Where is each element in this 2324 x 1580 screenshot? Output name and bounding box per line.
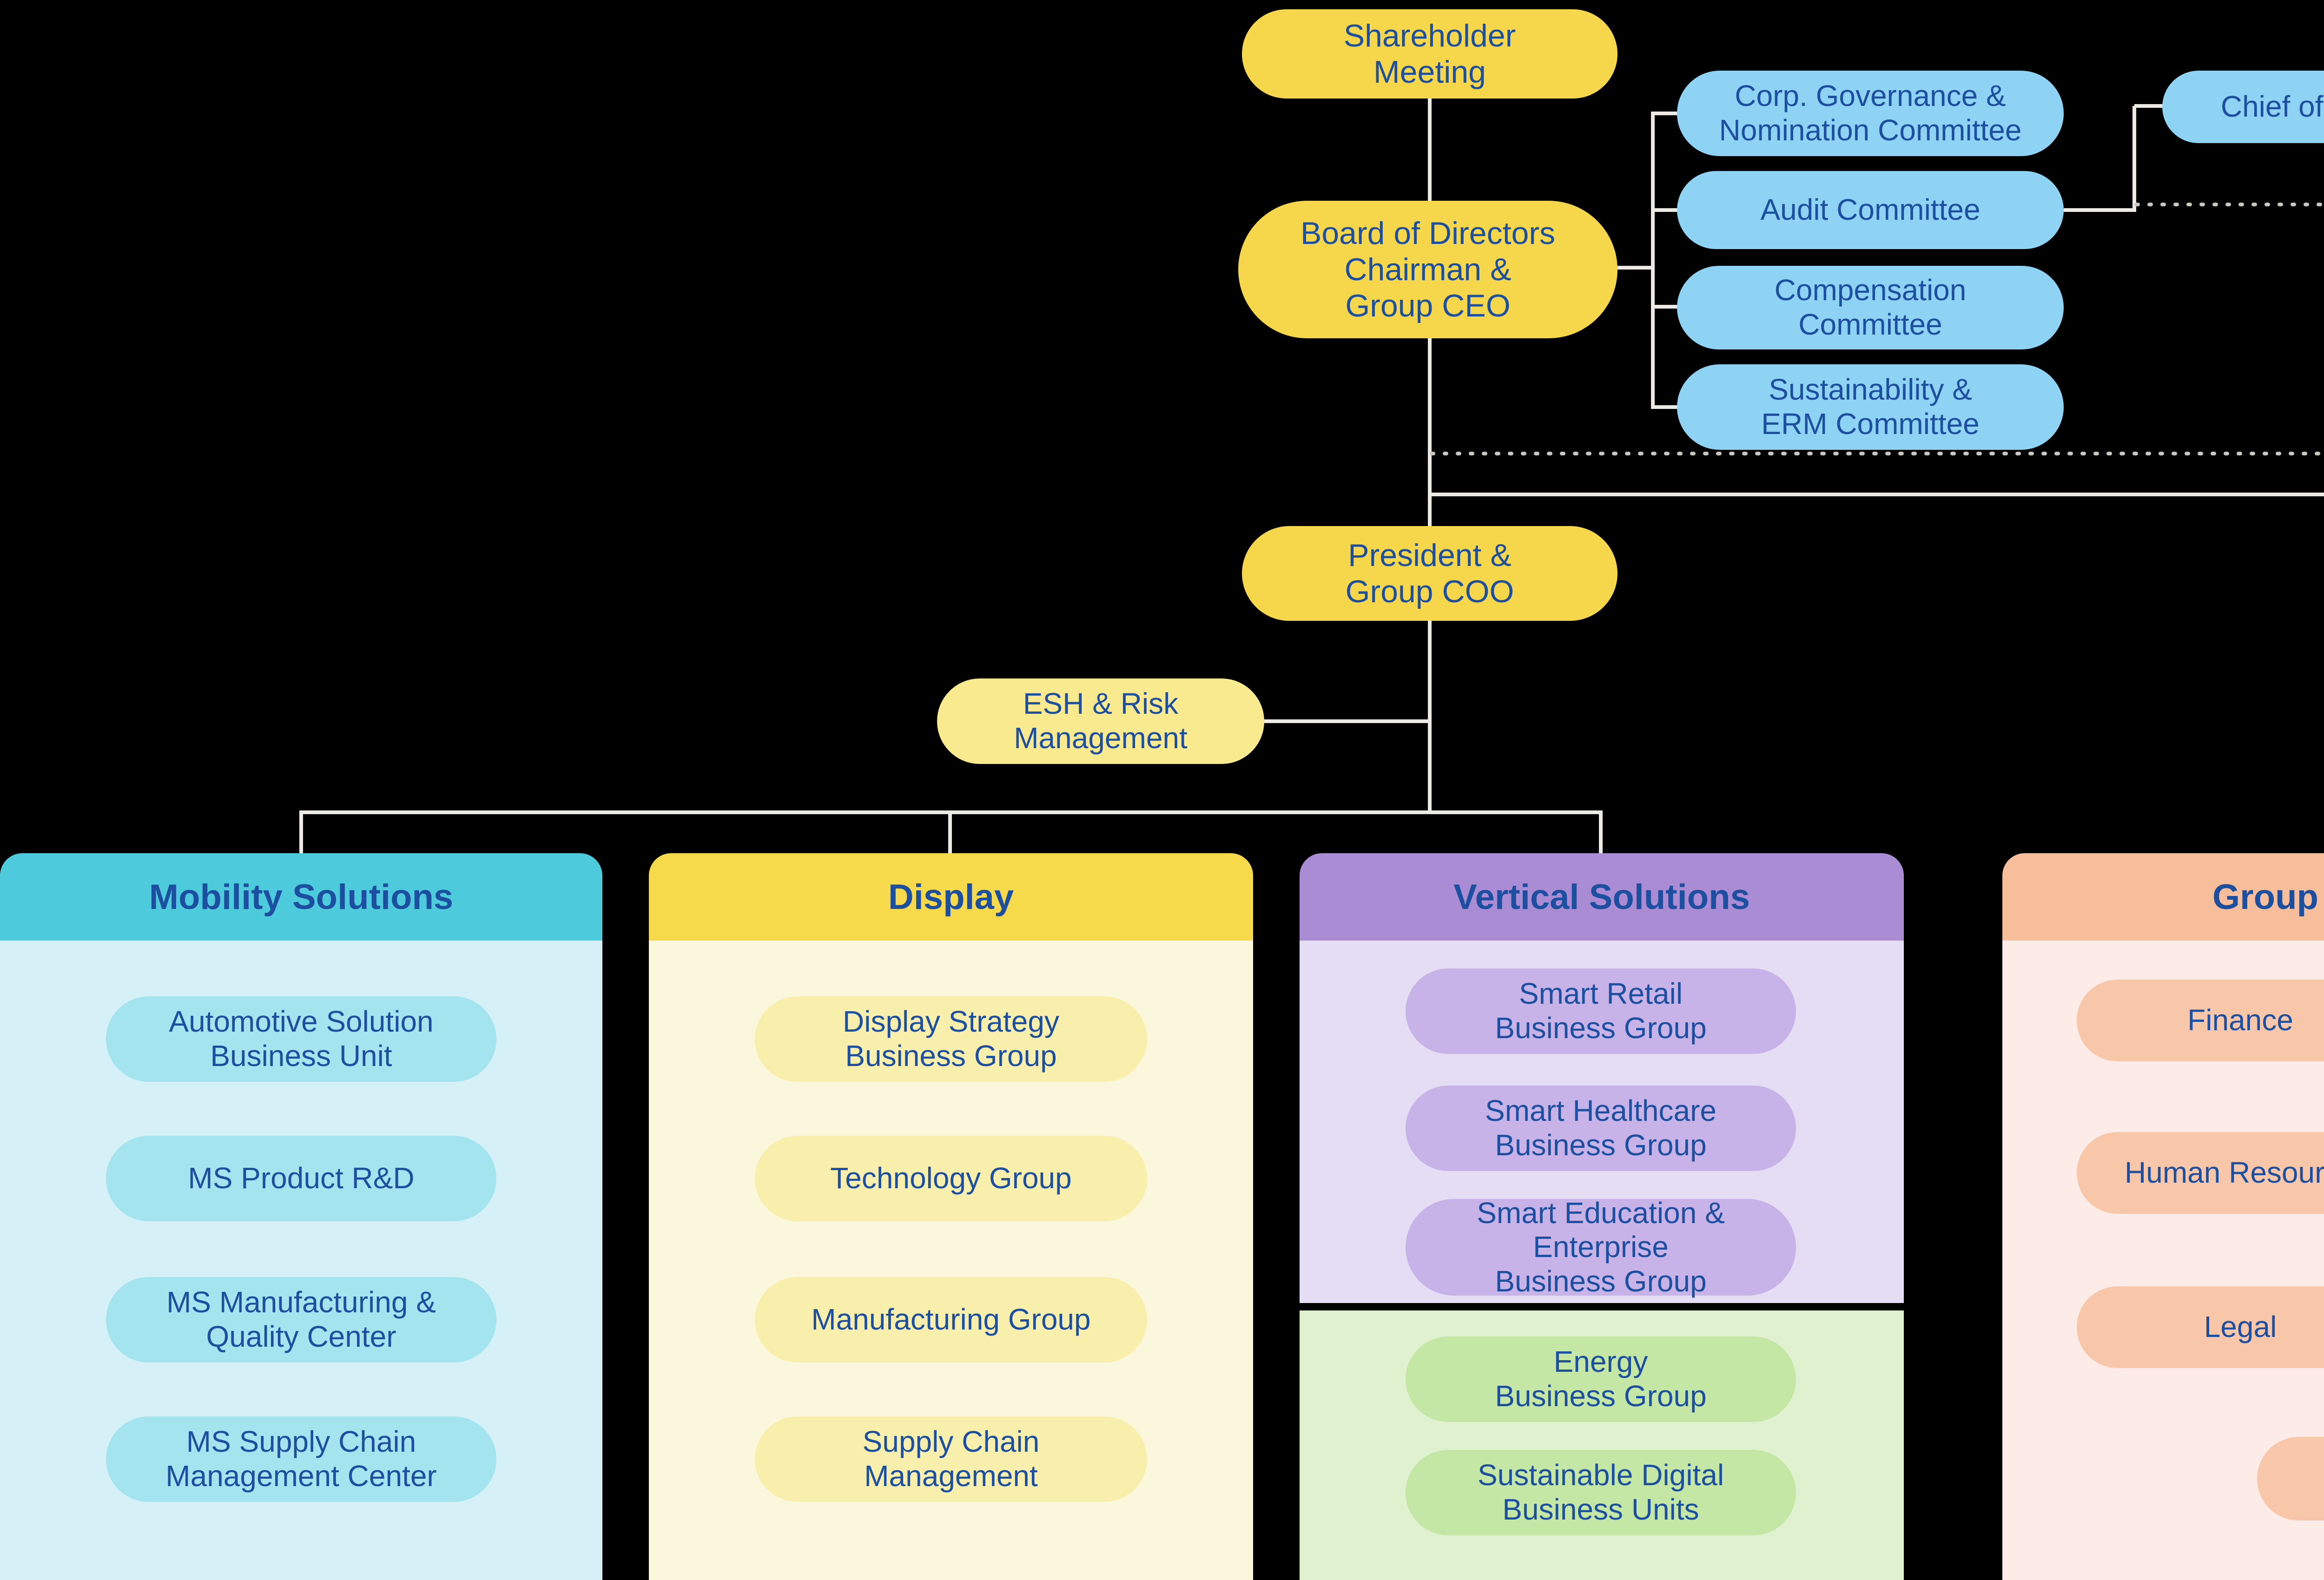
pill-smart-healthcare-business-group: Smart Healthcare Business Group bbox=[1406, 1086, 1796, 1171]
pill-ms-product-rd: MS Product R&D bbox=[106, 1136, 496, 1221]
node-chief-of-compliance: Chief of Compliance bbox=[2162, 71, 2324, 143]
node-committee-audit: Audit Committee bbox=[1677, 171, 2064, 249]
connector-lines-solid bbox=[299, 99, 2324, 855]
column-header-group-infrastructure-unit: Group Infrastructure Unit bbox=[2002, 853, 2324, 941]
pill-automotive-solution-business-unit: Automotive Solution Business Unit bbox=[106, 996, 496, 1082]
pill-finance: Finance bbox=[2077, 980, 2324, 1061]
node-shareholder-meeting: Shareholder Meeting bbox=[1242, 9, 1618, 99]
node-president-coo: President & Group COO bbox=[1242, 526, 1618, 621]
pill-supply-chain-management: Supply Chain Management bbox=[755, 1416, 1147, 1502]
pill-human-resource: Human Resource bbox=[2077, 1132, 2324, 1214]
pill-auditing: Auditing bbox=[2257, 1437, 2324, 1521]
column-header-mobility-solutions: Mobility Solutions bbox=[0, 853, 602, 941]
pill-smart-retail-business-group: Smart Retail Business Group bbox=[1406, 968, 1796, 1054]
node-committee-compensation: Compensation Committee bbox=[1677, 266, 2064, 349]
column-header-vertical-solutions: Vertical Solutions bbox=[1300, 853, 1904, 941]
pill-display-strategy-business-group: Display Strategy Business Group bbox=[755, 996, 1147, 1082]
pill-manufacturing-group: Manufacturing Group bbox=[755, 1277, 1147, 1363]
pill-energy-business-group: Energy Business Group bbox=[1406, 1336, 1796, 1422]
node-board-of-directors: Board of Directors Chairman & Group CEO bbox=[1238, 201, 1618, 338]
node-committee-corp-governance: Corp. Governance & Nomination Committee bbox=[1677, 71, 2064, 156]
pill-legal: Legal bbox=[2077, 1286, 2324, 1368]
pill-smart-education-enterprise-business-group: Smart Education & Enterprise Business Gr… bbox=[1406, 1196, 1796, 1298]
pill-technology-group: Technology Group bbox=[755, 1136, 1147, 1221]
pill-ms-supply-chain-management-center: MS Supply Chain Management Center bbox=[106, 1416, 496, 1502]
node-committee-sustainability-erm: Sustainability & ERM Committee bbox=[1677, 364, 2064, 450]
node-esh-risk-management: ESH & Risk Management bbox=[937, 678, 1264, 764]
pill-ms-manufacturing-quality-center: MS Manufacturing & Quality Center bbox=[106, 1277, 496, 1363]
connector-lines-dotted bbox=[1430, 203, 2324, 455]
pill-sustainable-digital-business-units: Sustainable Digital Business Units bbox=[1406, 1450, 1796, 1535]
column-header-display: Display bbox=[649, 853, 1253, 941]
